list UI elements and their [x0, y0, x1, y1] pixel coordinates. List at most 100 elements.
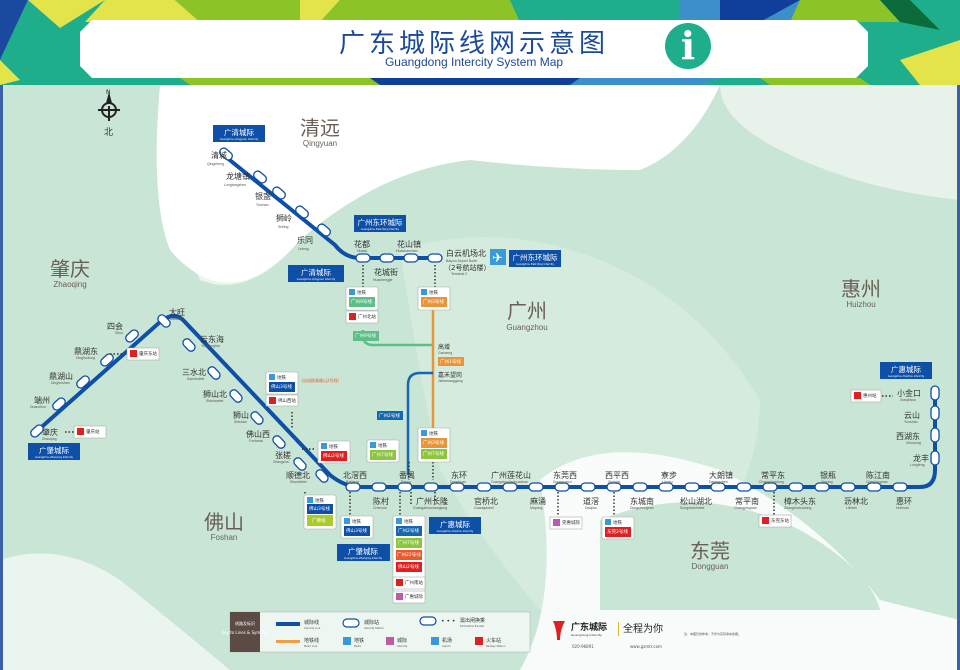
transfer-connectors: [65, 265, 893, 515]
svg-text:肇庆: 肇庆: [42, 427, 58, 437]
svg-text:佛山3号线: 佛山3号线: [309, 505, 330, 512]
info-icon[interactable]: i: [665, 23, 711, 69]
svg-text:地铁: 地铁: [357, 289, 366, 296]
svg-text:广东城际: 广东城际: [571, 621, 607, 633]
svg-text:Changpingdong: Changpingdong: [759, 480, 784, 484]
svg-text:云山: 云山: [904, 410, 920, 420]
legend: 线路及标识 Key to Lines & Symbols 城际线 Interci…: [222, 611, 531, 653]
svg-text:大旺: 大旺: [169, 307, 185, 317]
svg-text:广肇城际: 广肇城际: [348, 546, 378, 556]
svg-text:银盏: 银盏: [255, 191, 271, 201]
svg-text:Changpingnan: Changpingnan: [734, 506, 757, 510]
svg-text:Baiyun Airport North: Baiyun Airport North: [446, 259, 477, 263]
svg-text:Chencun: Chencun: [373, 506, 387, 510]
svg-text:Liaobu: Liaobu: [662, 480, 673, 484]
svg-text:城际站: 城际站: [364, 619, 379, 626]
svg-text:Dawang: Dawang: [170, 317, 183, 321]
compass-n: N: [106, 89, 111, 96]
svg-text:松山湖北: 松山湖北: [680, 496, 712, 506]
svg-text:广州7号线: 广州7号线: [398, 539, 419, 546]
svg-text:地铁: 地铁: [315, 497, 324, 504]
svg-text:Guangzhou-Huizhou Intercity: Guangzhou-Huizhou Intercity: [437, 529, 474, 533]
svg-text:Airport: Airport: [442, 644, 451, 648]
svg-text:大朗镇: 大朗镇: [709, 470, 733, 480]
svg-text:广州2号线: 广州2号线: [398, 527, 419, 534]
svg-text:狮岭: 狮岭: [276, 213, 292, 223]
svg-text:www.gzmtr.com: www.gzmtr.com: [630, 644, 662, 649]
svg-text:地铁: 地铁: [277, 374, 286, 381]
svg-text:狮山北: 狮山北: [203, 389, 227, 399]
svg-text:广州9号线: 广州9号线: [351, 298, 372, 305]
svg-text:线路及标识: 线路及标识: [235, 620, 255, 626]
compass-label: 北: [104, 127, 113, 138]
svg-text:020-96891: 020-96891: [572, 644, 594, 649]
svg-text:Beijiaoxi: Beijiaoxi: [346, 480, 359, 484]
svg-text:Metro Line: Metro Line: [304, 644, 318, 648]
svg-text:佛山2号线: 佛山2号线: [398, 563, 419, 570]
svg-text:陈江南: 陈江南: [866, 470, 890, 480]
svg-text:乐同: 乐同: [297, 235, 313, 245]
svg-text:狮山: 狮山: [233, 410, 249, 420]
svg-text:广州南站: 广州南站: [405, 579, 423, 586]
svg-text:广州7号线: 广州7号线: [372, 451, 393, 458]
svg-text:Songshanhubei: Songshanhubei: [680, 506, 705, 510]
svg-text:东环: 东环: [451, 470, 467, 480]
svg-text:小金口: 小金口: [897, 388, 921, 398]
svg-text:Dinghudong: Dinghudong: [76, 356, 95, 360]
svg-text:Huashanzhen: Huashanzhen: [396, 249, 418, 253]
svg-text:火车站: 火车站: [486, 637, 501, 644]
svg-text:Guanqiaobei: Guanqiaobei: [474, 506, 494, 510]
svg-text:需出闸换乘: 需出闸换乘: [460, 617, 485, 624]
svg-text:Huadu: Huadu: [357, 249, 367, 253]
svg-text:Foshanxi: Foshanxi: [249, 439, 263, 443]
svg-text:地铁: 地铁: [329, 443, 338, 450]
svg-text:Shundebei: Shundebei: [290, 480, 307, 484]
svg-text:Zhaoqing: Zhaoqing: [42, 437, 57, 441]
svg-text:Sihui: Sihui: [115, 331, 123, 335]
svg-text:Sanshuibei: Sanshuibei: [187, 377, 205, 381]
svg-text:佛山3号线: 佛山3号线: [271, 383, 292, 390]
svg-text:（出站换乘佛山2号线）: （出站换乘佛山2号线）: [299, 377, 342, 383]
city-dongguan-en: Dongguan: [692, 562, 729, 571]
svg-text:Duanzhou: Duanzhou: [30, 405, 46, 409]
svg-text:Dongchengnan: Dongchengnan: [630, 506, 654, 510]
city-zhaoqing-en: Zhaoqing: [53, 280, 86, 289]
city-huizhou-en: Huizhou: [846, 300, 875, 309]
city-foshan: 佛山: [204, 510, 244, 534]
svg-text:佛山3号线: 佛山3号线: [346, 527, 367, 534]
svg-text:广佛线: 广佛线: [312, 517, 326, 524]
svg-text:惠环: 惠环: [896, 496, 912, 506]
svg-text:Lilinbei: Lilinbei: [846, 506, 857, 510]
title-banner: 广东城际线网示意图 Guangdong Intercity System Map: [80, 20, 868, 78]
svg-text:广惠城际: 广惠城际: [405, 593, 423, 600]
svg-text:沥林北: 沥林北: [844, 496, 868, 506]
city-qingyuan: 清远: [300, 116, 340, 140]
svg-text:广州22号线: 广州22号线: [397, 551, 421, 558]
svg-text:Yunshan: Yunshan: [904, 420, 918, 424]
svg-text:花城街: 花城街: [374, 267, 398, 277]
svg-text:顺德北: 顺德北: [286, 470, 310, 480]
svg-text:惠州站: 惠州站: [863, 392, 877, 399]
svg-text:Xiaojinkou: Xiaojinkou: [900, 398, 916, 402]
svg-text:莞惠城际: 莞惠城际: [562, 519, 580, 526]
svg-text:Guangzhou-Huizhou Intercity: Guangzhou-Huizhou Intercity: [888, 374, 925, 378]
svg-text:广州9号线: 广州9号线: [355, 332, 376, 339]
svg-text:Guangzhou East Ring Intercity: Guangzhou East Ring Intercity: [361, 227, 399, 231]
svg-text:肇庆站: 肇庆站: [86, 428, 100, 435]
svg-text:番禺: 番禺: [399, 470, 415, 480]
svg-text:广州3号线: 广州3号线: [423, 298, 444, 305]
svg-text:Xihudong: Xihudong: [906, 441, 921, 445]
svg-text:Guangzhou East Ring Intercity: Guangzhou East Ring Intercity: [516, 262, 554, 266]
svg-text:嘉禾望岗: 嘉禾望岗: [438, 371, 462, 379]
svg-text:西平西: 西平西: [605, 471, 629, 480]
airplane-icon: ✈: [490, 249, 506, 266]
svg-text:Terminal 2: Terminal 2: [451, 272, 467, 276]
svg-text:Daojiao: Daojiao: [585, 506, 597, 510]
svg-text:地铁: 地铁: [404, 518, 413, 525]
svg-text:Guangdong Intercity: Guangdong Intercity: [571, 633, 602, 637]
svg-text:云东海: 云东海: [200, 334, 224, 344]
svg-text:广州东环城际: 广州东环城际: [358, 217, 403, 227]
city-foshan-en: Foshan: [211, 533, 238, 542]
svg-text:Shishanbei: Shishanbei: [206, 399, 224, 403]
svg-text:清城: 清城: [211, 150, 227, 160]
